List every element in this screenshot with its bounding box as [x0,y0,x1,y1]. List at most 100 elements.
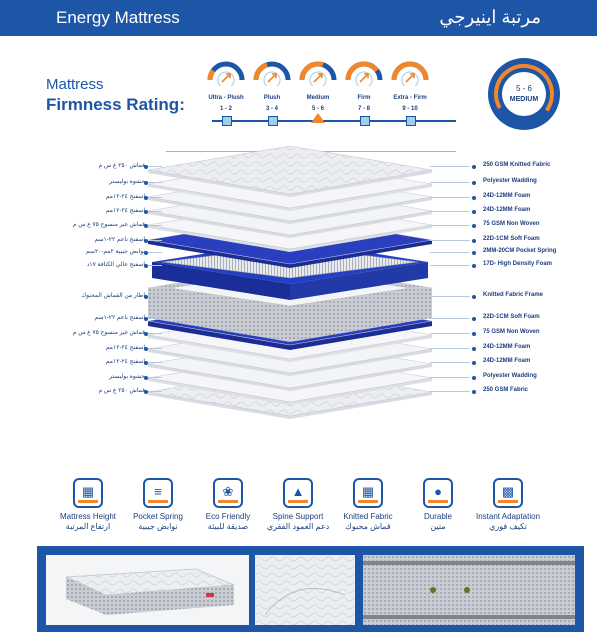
layer-bottom-4-side-right [290,349,432,376]
layer-bottom-3-side-left [148,364,290,391]
leader-line [430,225,470,226]
firmness-dial-icon [299,61,337,89]
layer-top-4-label-ar: اسفنج ٢٤-١٢مم [105,208,145,214]
leader-line [148,377,162,378]
knitted-frame-side-right [290,288,432,342]
layer-top-4-side-left [148,211,290,238]
feature-label-en: Durable [423,512,452,521]
knitted-frame-label-en: Knitted Fabric Frame [483,292,544,298]
leader-line [430,362,470,363]
leader-line [148,348,162,349]
firmness-level-name: Extra - Firm [393,95,427,101]
layer-top-6-side-right [290,240,432,268]
layer-bottom-5-side-left [148,335,290,362]
feature-label-ar: قماش محبوك [345,522,391,531]
mattress-photo-fabric-closeup [255,555,355,625]
layer-bottom-2-label-en: 75 GSM Non Woven [483,329,540,335]
firmness-level-name: Plush [263,95,281,101]
layer-bottom-3-side-right [290,364,432,391]
leader-line [148,240,162,241]
instant-adaptation-icon: ▩ [493,478,523,508]
knitted-frame-label-ar: اطار من القماش المحبوك [81,293,145,299]
product-photo-strip [37,546,584,632]
layer-top-5-label-ar: قماش غير منسوج ٧٥ غ س م [72,222,145,228]
leader-dot [472,389,476,394]
leader-dot [144,346,148,351]
layer-top-2-label-ar: حشوة بوليستر [109,179,145,185]
feature-label-en: Instant Adaptation [475,512,541,521]
header-bar: Energy Mattress مرتبة اينيرجي [0,0,597,36]
layer-top-6-side-left [148,240,290,268]
leader-dot [472,263,476,268]
firmness-badge: 5 - 6 MEDIUM [488,58,560,130]
product-title-ar: مرتبة اينيرجي [439,7,541,27]
hd-foam-left [152,262,290,300]
feature-label-en: Mattress Height [59,512,117,521]
layer-top-8-label-en: 17D- High Density Foam [483,261,553,267]
firmness-scale-line [212,120,456,122]
mattress-layers-diagram [147,145,433,419]
firmness-scale-tick [268,116,278,126]
firmness-title-line1: Mattress [46,76,104,93]
leader-line [430,265,470,266]
feature-label-ar: ارتفاع المرتبة [65,522,111,531]
leader-dot [144,263,148,268]
leader-line [430,240,470,241]
firmness-selected-marker [311,113,325,123]
layer-bottom-3-label-en: 24D-12MM Foam [483,344,531,350]
layer-bottom-6-side-right [290,321,432,350]
leader-line [148,225,162,226]
feature-label-ar: تكيف فوري [489,522,527,531]
eco-leaf-icon: ❀ [213,478,243,508]
leader-dot [144,360,148,365]
firmness-level-range: 5 - 6 [311,106,324,112]
layer-bottom-1-label-ar: اسفنج ناعم ٢٢-١سم [94,315,145,321]
firmness-level-range: 1 - 2 [219,106,232,112]
leader-dot [144,331,148,336]
layer-bottom-6-label-ar: قماش ٢٥٠ غ س م [98,388,145,394]
firmness-level-range: 9 - 10 [402,106,418,112]
leader-dot [144,164,148,169]
leader-dot [144,375,148,380]
firmness-scale-tick [222,116,232,126]
layer-top-6-label-en: 22D-1CM Soft Foam [483,236,540,242]
layer-top-2-side-right [290,184,432,211]
leader-dot [472,223,476,228]
leader-line [148,318,162,319]
layer-top-8-label-ar: اسفنج عالي الكثافة ١٧د [86,262,145,268]
layer-bottom-2-side-left [148,378,290,405]
leader-dot [144,389,148,394]
layer-top-7-label-ar: نوابض جيبية ٢مم-٢٠سم [85,249,145,255]
firmness-level-5: Extra - Firm 9 - 10 [390,60,430,113]
leader-dot [144,195,148,200]
feature-label-en: Eco Friendly [205,512,251,521]
layer-top-1-label-en: 250 GSM Knitted Fabric [483,162,551,168]
leader-dot [144,316,148,321]
feature-label-en: Knitted Fabric [343,512,393,521]
layer-top-1-label-ar: قماش ٢٥٠ غ س م [98,163,145,169]
layer-bottom-1-side-left [148,392,290,419]
leader-dot [144,223,148,228]
product-title-en: Energy Mattress [56,8,180,27]
leader-dot [472,360,476,365]
layer-top-4-label-en: 24D-12MM Foam [483,207,531,213]
leader-line [148,197,162,198]
feature-label-ar: نوابض جيبية [138,522,178,531]
firmness-level-range: 7 - 8 [357,106,370,112]
leader-line [148,166,162,167]
mattress-photo-full [46,555,249,625]
leader-line [430,318,470,319]
layer-top-1-top [147,145,433,195]
leader-dot [472,164,476,169]
leader-dot [144,180,148,185]
layer-bottom-5-label-en: Polyester Wadding [483,373,537,379]
layer-top-4-side-right [290,211,432,238]
layer-bottom-2-label-ar: قماش غير منسوج ٧٥ غ س م [72,330,145,336]
leader-line [430,197,470,198]
leader-dot [472,180,476,185]
layer-bottom-6-label-en: 250 GSM Fabric [483,387,529,393]
